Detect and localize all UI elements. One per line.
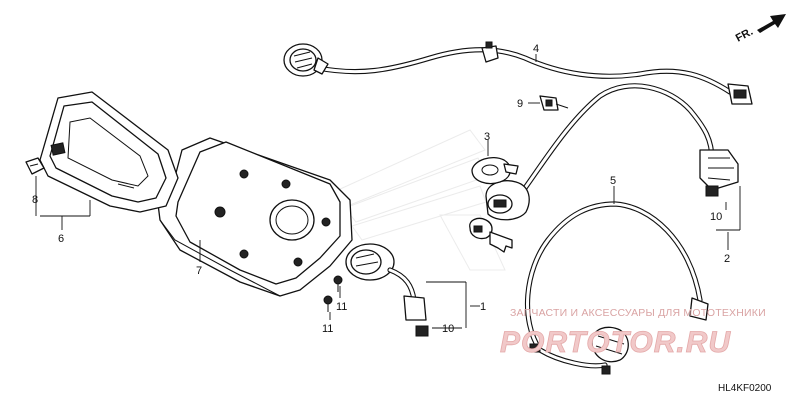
callout-7: 7 (196, 265, 202, 277)
meter-case-7 (157, 137, 353, 297)
callout-10-left: 10 (442, 323, 454, 335)
grommet-8 (25, 157, 45, 175)
leader-lines (35, 54, 741, 329)
screws-11 (323, 275, 343, 312)
callout-2: 2 (724, 253, 730, 265)
shop-watermark: ЗАПЧАСТИ И АКСЕССУАРЫ ДЛЯ МОТОТЕХНИКИ PO… (500, 307, 766, 359)
callout-4: 4 (533, 43, 539, 55)
callout-8: 8 (32, 194, 38, 206)
meter-6 (39, 91, 179, 213)
harness-5 (524, 201, 709, 375)
callout-11-lower: 11 (322, 323, 333, 335)
harness-4 (283, 41, 753, 105)
callout-6: 6 (58, 233, 64, 245)
harness-2 (485, 83, 739, 221)
front-arrow-icon (757, 14, 786, 33)
ignition-keys (469, 217, 513, 253)
front-direction-indicator: FR. (734, 14, 786, 45)
watermark-tagline: ЗАПЧАСТИ И АКСЕССУАРЫ ДЛЯ МОТОТЕХНИКИ (510, 307, 766, 319)
diagram-code: HL4KF0200 (718, 383, 772, 394)
front-label: FR. (734, 26, 755, 45)
callout-10-right: 10 (710, 211, 722, 223)
key-cap-3 (471, 156, 519, 185)
watermark-brand: PORTOTOR.RU (500, 326, 731, 359)
callout-3: 3 (484, 131, 490, 143)
callout-1: 1 (480, 301, 486, 313)
callout-5: 5 (610, 175, 616, 187)
clip-9 (539, 95, 569, 111)
sensor-1 (345, 243, 429, 337)
callout-labels: 8 6 7 3 4 9 5 10 2 1 10 11 11 (32, 43, 730, 335)
callout-11-upper: 11 (336, 301, 347, 313)
callout-9: 9 (517, 98, 523, 110)
